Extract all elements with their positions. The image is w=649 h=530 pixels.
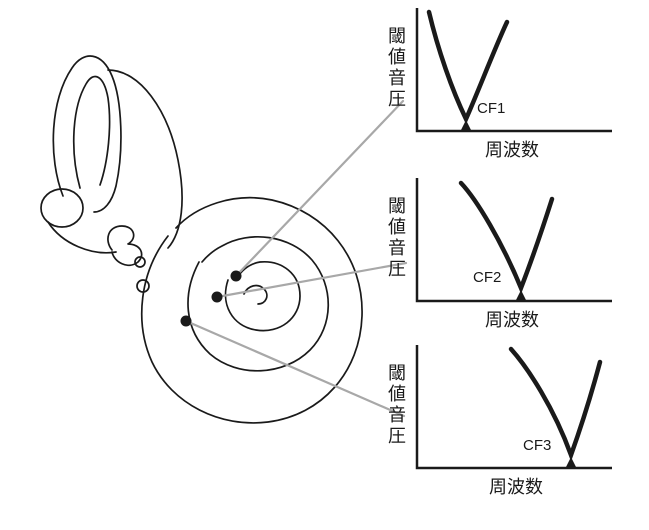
graph-3-y-axis-label: 閾値音圧 — [386, 363, 406, 447]
cochlea-spiral-turn-1 — [141, 196, 363, 424]
graph-2-x-axis-label: 周波数 — [485, 310, 539, 330]
measurement-point-3 — [180, 315, 192, 327]
graph-2 — [415, 178, 612, 303]
graph-3 — [415, 345, 612, 470]
graph-1-cf-label: CF1 — [477, 100, 506, 117]
connector-line-3 — [184, 319, 406, 418]
graph-1-tuning-curve — [426, 9, 510, 125]
cochlea-spiral-turn-3 — [224, 261, 301, 332]
graph-1-axes — [415, 8, 612, 133]
cochlea-outer-petal — [52, 55, 122, 213]
graph-1-cf-arrow — [461, 120, 471, 130]
graph-3-axes — [415, 345, 612, 470]
graph-3-tuning-curve — [508, 346, 603, 462]
cochlea-inner-petal — [72, 75, 111, 189]
graph-1-x-axis-label: 周波数 — [485, 140, 539, 160]
graph-2-cf-arrow — [516, 290, 526, 300]
measurement-points — [180, 270, 242, 327]
graph-3-cf-label: CF3 — [523, 437, 552, 454]
cochlea-drawing — [40, 55, 363, 424]
graph-1 — [415, 8, 612, 133]
cochlea-spiral-turn-2 — [187, 235, 330, 372]
cochlea-curl — [107, 225, 143, 267]
graph-2-axes — [415, 178, 612, 303]
connector-line-1 — [234, 99, 405, 278]
connector-line-2 — [215, 261, 408, 299]
graph-2-cf-label: CF2 — [473, 269, 502, 286]
graph-3-x-axis-label: 周波数 — [489, 477, 543, 497]
cochlea-lower-sweep — [47, 221, 117, 254]
measurement-point-1 — [230, 270, 242, 282]
cochlea-small-window-1 — [134, 256, 146, 268]
cochlea-vestibule-circle — [40, 188, 84, 228]
graph-2-y-axis-label: 閾値音圧 — [386, 196, 406, 280]
graph-2-tuning-curve — [458, 180, 555, 295]
measurement-point-2 — [211, 291, 223, 303]
connector-lines — [184, 99, 408, 418]
cochlea-right-lobe — [107, 69, 183, 249]
graph-1-y-axis-label: 閾値音圧 — [386, 26, 406, 110]
graph-3-cf-arrow — [566, 457, 576, 467]
